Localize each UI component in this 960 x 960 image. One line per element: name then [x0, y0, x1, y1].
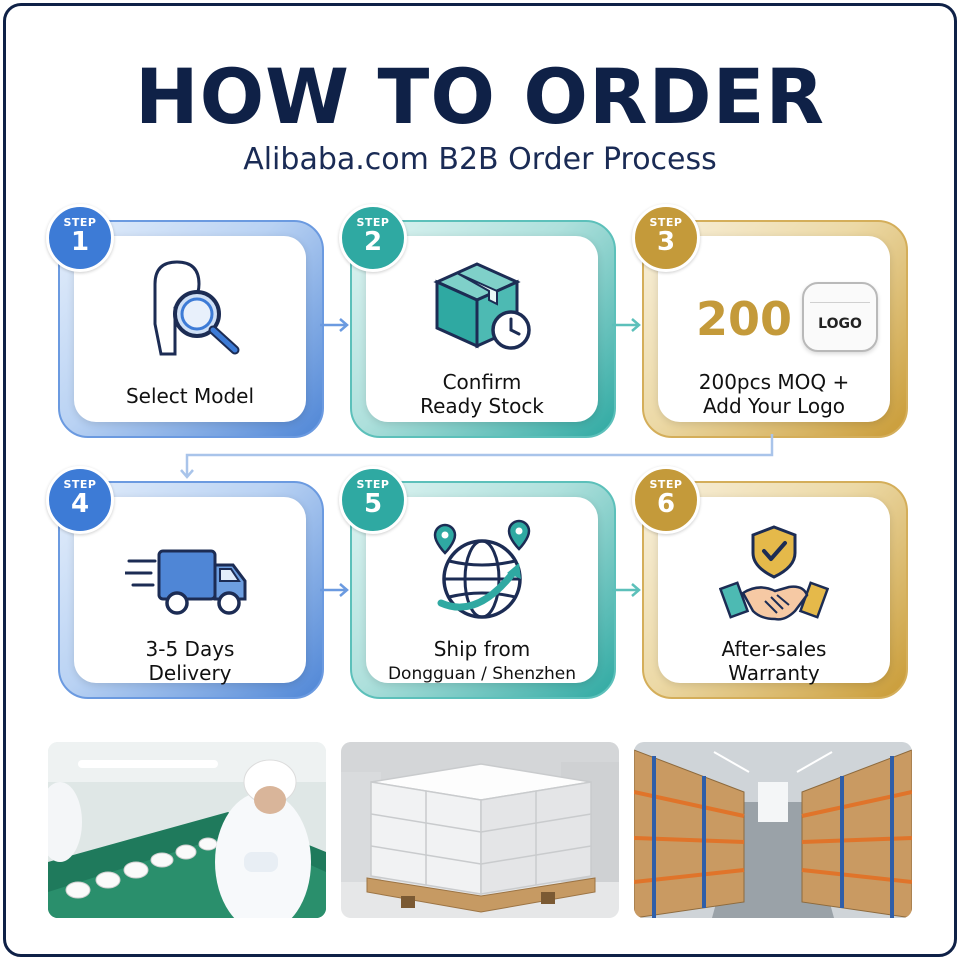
step-badge-3: STEP 3	[632, 204, 700, 272]
step-1-label: Select Model	[125, 384, 255, 408]
step-3-label-line2: Add Your Logo	[702, 394, 846, 418]
handshake-shield-icon	[658, 515, 890, 621]
earbud-case-logo: LOGO	[802, 282, 878, 352]
factory-assembly-photo	[48, 742, 326, 918]
step-badge-6: STEP 6	[632, 466, 700, 534]
step-badge-2: STEP 2	[339, 204, 407, 272]
warehouse-shelves-photo	[634, 742, 912, 918]
step-word: STEP	[649, 478, 683, 491]
step-badge-4: STEP 4	[46, 466, 114, 534]
earbud-search-icon	[74, 254, 306, 356]
case-seam	[810, 302, 870, 303]
globe-pin-icon	[366, 515, 598, 619]
page-title: HOW TO ORDER	[134, 52, 826, 141]
step-number: 4	[70, 489, 90, 519]
step-word: STEP	[356, 478, 390, 491]
step-card-1-inner: Select Model	[74, 236, 306, 422]
step-6-label-line2: Warranty	[728, 661, 820, 685]
step-2-label-line1: Confirm	[442, 370, 522, 394]
step-number: 6	[656, 489, 676, 519]
step-word: STEP	[356, 216, 390, 229]
step-card-6: After-sales Warranty	[642, 481, 908, 699]
carton-pallet-photo	[341, 742, 619, 918]
step-badge-5: STEP 5	[339, 466, 407, 534]
logo-text: LOGO	[818, 316, 862, 332]
step-4-label-line2: Delivery	[148, 661, 232, 685]
step-card-4: 3-5 Days Delivery	[58, 481, 324, 699]
page-subtitle: Alibaba.com B2B Order Process	[243, 142, 717, 177]
step-word: STEP	[649, 216, 683, 229]
step-2-label-line2: Ready Stock	[420, 394, 544, 418]
step-card-3-inner: 200 LOGO 200pcs MOQ + Add Your Logo	[658, 236, 890, 422]
step-4-label-line1: 3-5 Days	[145, 637, 235, 661]
step-5-label-line2: Dongguan / Shenzhen	[387, 664, 577, 684]
step-card-2-inner: Confirm Ready Stock	[366, 236, 598, 422]
step-card-4-inner: 3-5 Days Delivery	[74, 497, 306, 685]
step-5-label-line1: Ship from	[433, 637, 531, 661]
step-number: 2	[363, 227, 383, 257]
step-number: 5	[363, 489, 383, 519]
step-word: STEP	[63, 478, 97, 491]
step-badge-1: STEP 1	[46, 204, 114, 272]
step-6-label-line1: After-sales	[721, 637, 827, 661]
step-card-6-inner: After-sales Warranty	[658, 497, 890, 685]
logo-case-icon: 200 LOGO	[658, 254, 890, 354]
step-number: 1	[70, 227, 90, 257]
step-card-5-inner: Ship from Dongguan / Shenzhen	[366, 497, 598, 684]
step-word: STEP	[63, 216, 97, 229]
step-number: 3	[656, 227, 676, 257]
box-clock-icon	[366, 254, 598, 354]
moq-number: 200	[696, 292, 793, 346]
step-3-label-line1: 200pcs MOQ +	[698, 370, 850, 394]
truck-icon	[74, 515, 306, 615]
